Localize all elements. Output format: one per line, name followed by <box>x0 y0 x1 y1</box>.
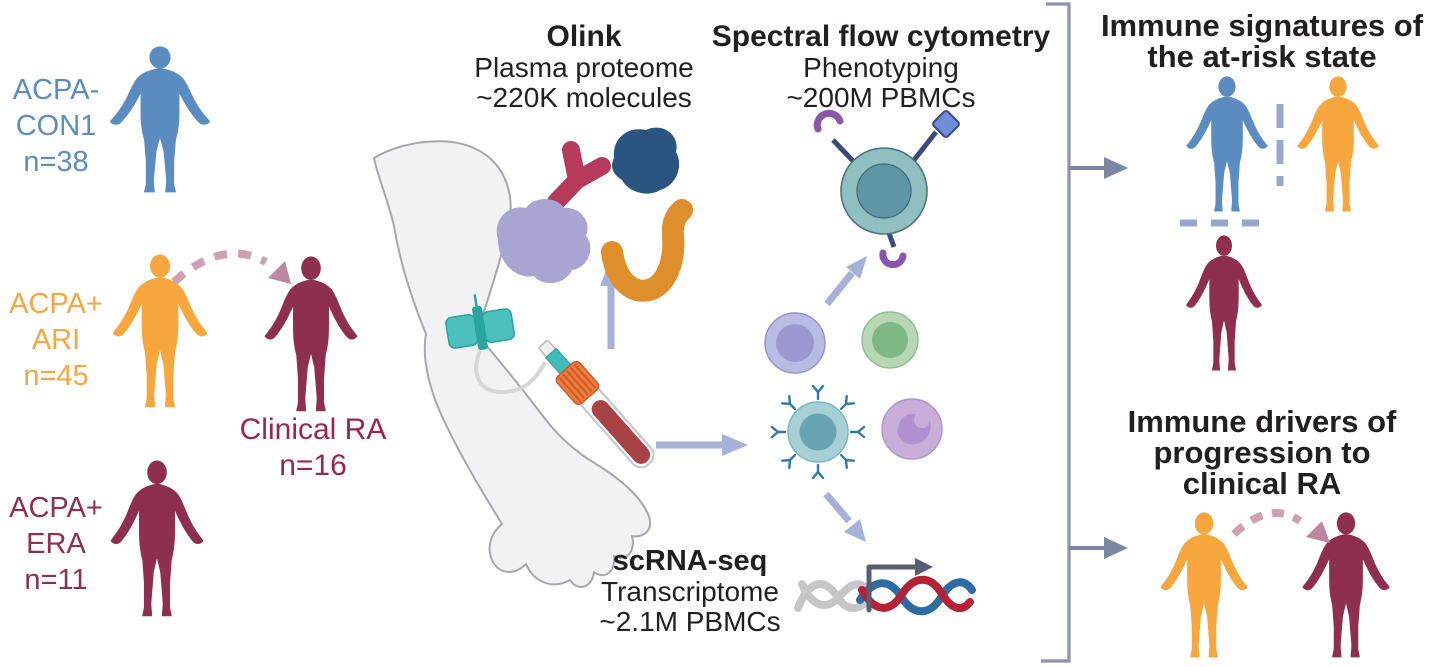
lymphocyte-periwinkle-icon <box>764 312 826 374</box>
cohort-label-con1: ACPA- CON1 n=38 <box>0 72 112 180</box>
progression-arrow-small-icon <box>1231 509 1330 543</box>
cohort-con1-line2: CON1 <box>15 110 97 142</box>
pbmc-cells-icon <box>764 311 943 480</box>
cohort-con1-count: n=38 <box>23 146 89 178</box>
scrna-title: scRNA-seq <box>612 545 768 577</box>
cohort-con1-line1: ACPA- <box>12 74 100 106</box>
cohort-era-line2: ERA <box>26 528 86 560</box>
scrna-label: scRNA-seq Transcriptome ~2.1M PBMCs <box>586 546 794 637</box>
tubing-icon <box>474 349 547 394</box>
arm-icon <box>373 140 651 588</box>
navy-protein-icon <box>612 127 680 194</box>
drivers-title-line1: Immune drivers of <box>1127 404 1397 439</box>
cohort-ari-line1: ACPA+ <box>9 288 103 320</box>
lymphocyte-green-icon <box>861 311 919 369</box>
protein-molecules-icon <box>496 127 693 302</box>
orange-protein-icon <box>601 199 693 302</box>
cohort-silhouettes <box>109 46 358 617</box>
arrow-to-scrna-icon <box>823 491 866 542</box>
olink-line1: Plasma proteome <box>474 52 694 83</box>
cohort-era-count: n=11 <box>24 564 88 596</box>
antibody-bound-cell-icon <box>770 384 866 480</box>
person-icon-signatures-maroon <box>1186 235 1262 371</box>
outcome-bracket-icon <box>1041 2 1128 663</box>
drivers-title-line3: clinical RA <box>1182 466 1342 501</box>
cohort-ari-line2: ARI <box>31 324 81 356</box>
spectral-flow-label: Spectral flow cytometry Phenotyping ~200… <box>705 20 1057 113</box>
gene-transcription-icon <box>794 558 976 616</box>
drivers-title: Immune drivers of progression to clinica… <box>1082 406 1442 499</box>
spectral-flow-line2: ~200M PBMCs <box>786 82 976 113</box>
person-icon-signatures-orange <box>1297 76 1379 212</box>
drivers-title-line2: progression to <box>1153 435 1371 470</box>
arm-blood-draw-illustration <box>373 140 655 588</box>
monocyte-icon <box>881 398 943 460</box>
olink-title: Olink <box>546 20 622 53</box>
butterfly-needle-icon <box>445 294 515 351</box>
progression-arrow-icon <box>171 249 291 285</box>
arrow-to-signatures-icon <box>1069 157 1128 179</box>
person-icon-era <box>110 460 204 617</box>
blood-tube-icon <box>538 340 655 469</box>
clinical-ra-label: Clinical RA n=16 <box>228 412 398 484</box>
signatures-panel-graphics <box>1180 76 1379 371</box>
arrow-to-flow-cytometry-icon <box>824 256 867 307</box>
cohort-era-line1: ACPA+ <box>9 492 103 524</box>
person-icon-signatures-blue <box>1186 76 1268 212</box>
stained-cell-icon <box>813 109 960 269</box>
olink-line2: ~220K molecules <box>476 82 692 113</box>
signatures-title: Immune signatures of the at-risk state <box>1082 10 1442 72</box>
flow-arrows <box>600 256 867 542</box>
clinical-ra-count: n=16 <box>279 449 347 482</box>
spectral-flow-line1: Phenotyping <box>803 52 959 83</box>
arrow-to-cells-icon <box>656 434 748 456</box>
scrna-line2: ~2.1M PBMCs <box>599 606 781 637</box>
person-icon-ari <box>112 254 208 408</box>
spectral-flow-title: Spectral flow cytometry <box>711 20 1051 53</box>
person-icon-con1 <box>109 46 211 193</box>
signatures-title-line2: the at-risk state <box>1147 39 1377 74</box>
drivers-panel-graphics <box>1160 509 1390 658</box>
scrna-line1: Transcriptome <box>601 576 779 607</box>
lavender-protein-icon <box>496 199 591 284</box>
antibody-protein-icon <box>547 141 611 211</box>
cohort-label-era: ACPA+ ERA n=11 <box>0 490 112 598</box>
clinical-ra-line1: Clinical RA <box>239 413 387 446</box>
olink-label: Olink Plasma proteome ~220K molecules <box>455 20 713 113</box>
arrow-to-drivers-icon <box>1069 537 1128 559</box>
signatures-title-line1: Immune signatures of <box>1100 8 1424 43</box>
cohort-label-ari: ACPA+ ARI n=45 <box>0 286 112 394</box>
cohort-ari-count: n=45 <box>23 360 89 392</box>
